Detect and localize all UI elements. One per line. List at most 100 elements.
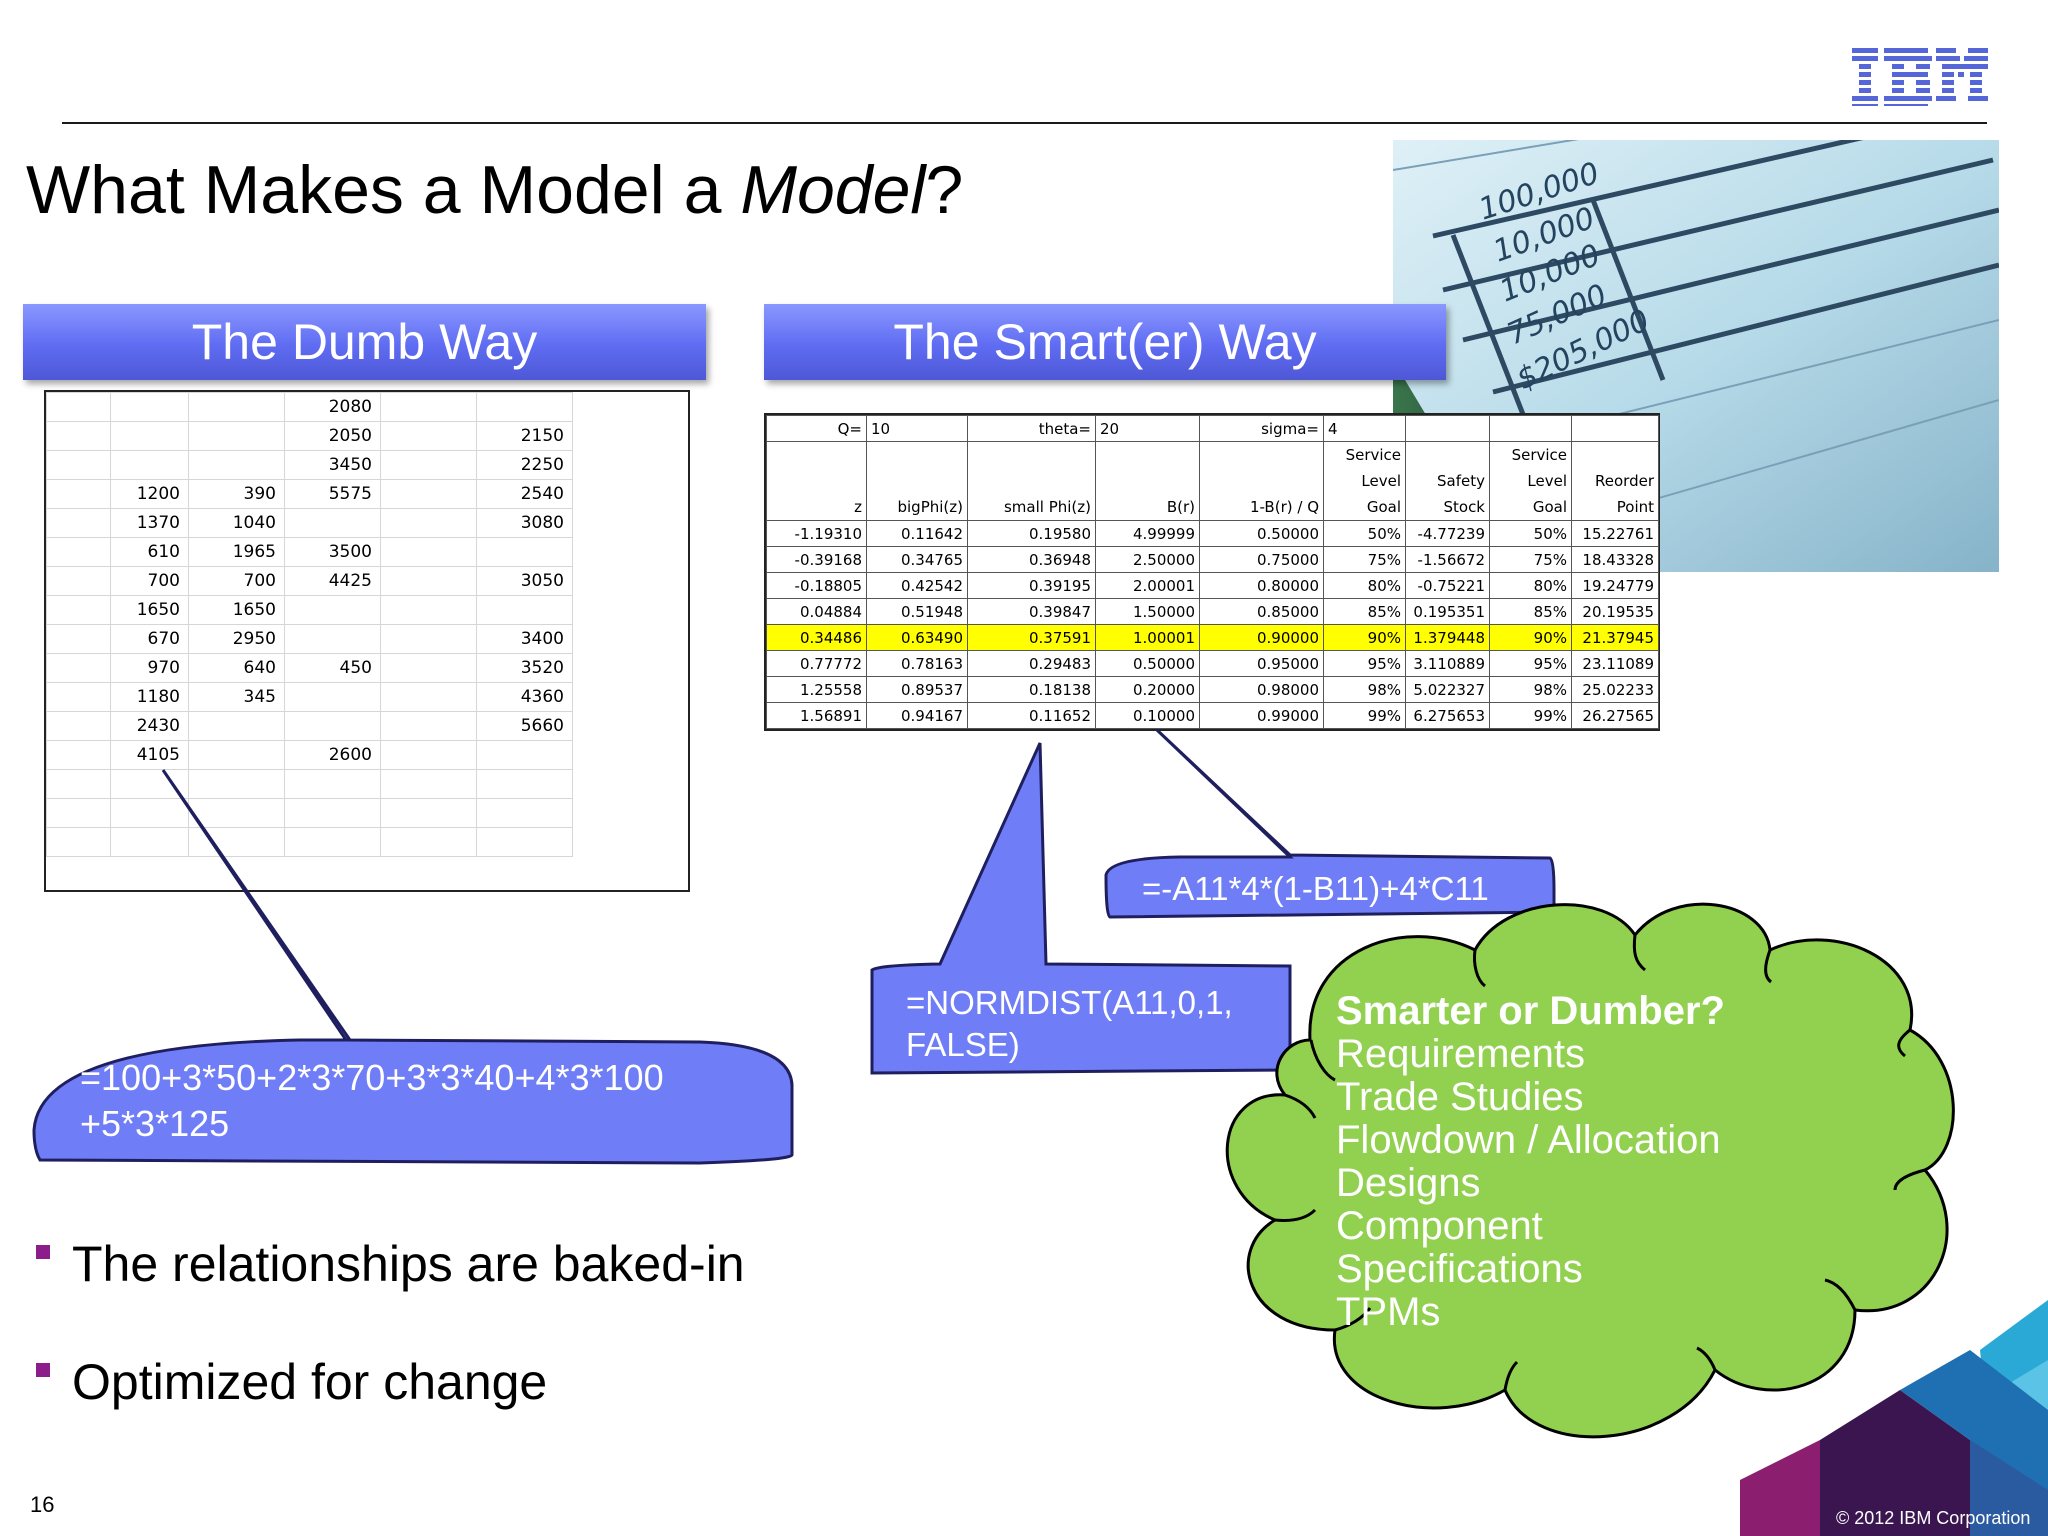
- cloud-text: Smarter or Dumber? Requirements Trade St…: [1336, 990, 1725, 1334]
- smart-sheet-cell: 75%: [1323, 546, 1406, 573]
- dumb-sheet-cell: [476, 537, 573, 567]
- dumb-sheet-row: [46, 769, 573, 799]
- smart-sheet-cell: -1.56672: [1405, 546, 1490, 573]
- dumb-sheet-cell: 345: [188, 682, 285, 712]
- dumb-sheet-cell: [284, 798, 381, 828]
- smart-sheet-cell: 90%: [1323, 624, 1406, 651]
- dumb-formula-text: =100+3*50+2*3*70+3*3*40+4*3*100 +5*3*125: [80, 1055, 664, 1147]
- smart-sheet-cell: 0.195351: [1405, 598, 1490, 625]
- dumb-sheet-cell: [380, 595, 477, 625]
- dumb-sheet-cell: 3520: [476, 653, 573, 683]
- dumb-sheet-cell: [380, 827, 477, 857]
- cloud-item: Flowdown / Allocation: [1336, 1118, 1721, 1162]
- parameter-row: Q= 10 theta= 20 sigma= 4: [766, 415, 1659, 442]
- smart-sheet-cell: 95%: [1323, 650, 1406, 677]
- smart-sheet-cell: 80%: [1489, 572, 1572, 599]
- reorder-formula-text: =-A11*4*(1-B11)+4*C11: [1142, 870, 1489, 907]
- smart-sheet-cell: 0.80000: [1199, 572, 1324, 599]
- smart-sheet-cell: 0.39847: [967, 598, 1096, 625]
- dumb-sheet-cell: 1200: [110, 479, 189, 509]
- smart-sheet-cell: 25.02233: [1571, 676, 1659, 703]
- dumb-sheet-cell: 5660: [476, 711, 573, 741]
- dumb-sheet-cell: [46, 479, 111, 509]
- cloud-title: Smarter or Dumber?: [1336, 989, 1725, 1033]
- dumb-sheet-cell: 1370: [110, 508, 189, 538]
- dumb-way-banner: The Dumb Way: [23, 304, 706, 380]
- dumb-sheet-cell: [476, 392, 573, 422]
- dumb-sheet-cell: 610: [110, 537, 189, 567]
- smart-sheet-cell: 1.25558: [766, 676, 867, 703]
- dumb-sheet-cell: 3080: [476, 508, 573, 538]
- cloud-item: Specifications: [1336, 1247, 1583, 1291]
- smart-sheet-cell: 99%: [1489, 702, 1572, 729]
- smart-sheet-cell: 0.18138: [967, 676, 1096, 703]
- cloud-item: Requirements: [1336, 1032, 1586, 1076]
- smart-way-banner: The Smart(er) Way: [764, 304, 1446, 380]
- header-cell: Service Level Goal: [1323, 441, 1406, 521]
- dumb-sheet-cell: [46, 624, 111, 654]
- smart-sheet-cell: 99%: [1323, 702, 1406, 729]
- dumb-formula-line-2: +5*3*125: [80, 1103, 230, 1144]
- bullet-item: The relationships are baked-in: [36, 1234, 745, 1294]
- smart-sheet-cell: -0.39168: [766, 546, 867, 573]
- dumb-sheet-cell: 3500: [284, 537, 381, 567]
- dumb-sheet-cell: [476, 798, 573, 828]
- dumb-sheet-cell: 3450: [284, 450, 381, 480]
- dumb-sheet-cell: 4360: [476, 682, 573, 712]
- dumb-sheet-cell: 1650: [110, 595, 189, 625]
- smart-sheet-cell: -1.19310: [766, 520, 867, 547]
- smart-sheet-cell: -0.75221: [1405, 572, 1490, 599]
- dumb-sheet-cell: [110, 450, 189, 480]
- cloud-item: Trade Studies: [1336, 1075, 1584, 1119]
- smart-sheet-cell: 0.89537: [866, 676, 968, 703]
- smart-sheet-cell: 1.56891: [766, 702, 867, 729]
- smart-sheet-cell: 0.37591: [967, 624, 1096, 651]
- smart-sheet-cell: 80%: [1323, 572, 1406, 599]
- header-divider: [62, 122, 1987, 124]
- dumb-sheet-cell: 3400: [476, 624, 573, 654]
- dumb-sheet-cell: [46, 595, 111, 625]
- smart-sheet-cell: -0.18805: [766, 572, 867, 599]
- smart-sheet-cell: 23.11089: [1571, 650, 1659, 677]
- normdist-line-1: =NORMDIST(A11,0,1,: [906, 984, 1233, 1021]
- smart-sheet-cell: -4.77239: [1405, 520, 1490, 547]
- dumb-sheet-row: [46, 827, 573, 857]
- dumb-sheet-cell: [46, 827, 111, 857]
- dumb-sheet-cell: 2540: [476, 479, 573, 509]
- dumb-sheet-cell: [284, 595, 381, 625]
- dumb-sheet-cell: 2600: [284, 740, 381, 770]
- dumb-sheet-cell: 2430: [110, 711, 189, 741]
- smart-sheet-cell: 0.34765: [866, 546, 968, 573]
- smart-sheet-cell: 0.90000: [1199, 624, 1324, 651]
- page-number: 16: [30, 1492, 55, 1517]
- copyright: © 2012 IBM Corporation: [1836, 1508, 2031, 1528]
- thought-cloud: [1225, 902, 1955, 1439]
- bullet-marker-icon: [36, 1244, 50, 1259]
- smart-sheet-cell: 0.51948: [866, 598, 968, 625]
- header-row: z bigPhi(z) small Phi(z) B(r) 1-B(r) / Q…: [766, 441, 1659, 521]
- dumb-sheet-cell: [110, 827, 189, 857]
- smart-sheet-cell: 26.27565: [1571, 702, 1659, 729]
- smart-spreadsheet: Q= 10 theta= 20 sigma= 4 z bigPhi(z) sma…: [764, 413, 1660, 731]
- cloud-item: TPMs: [1336, 1290, 1441, 1334]
- smart-spreadsheet-table: Q= 10 theta= 20 sigma= 4 z bigPhi(z) sma…: [766, 415, 1659, 729]
- smart-sheet-cell: 0.75000: [1199, 546, 1324, 573]
- smart-sheet-cell: 98%: [1489, 676, 1572, 703]
- dumb-sheet-cell: [110, 798, 189, 828]
- page-title: What Makes a Model a Model?: [26, 152, 964, 228]
- param-sigma-label: sigma=: [1199, 415, 1324, 442]
